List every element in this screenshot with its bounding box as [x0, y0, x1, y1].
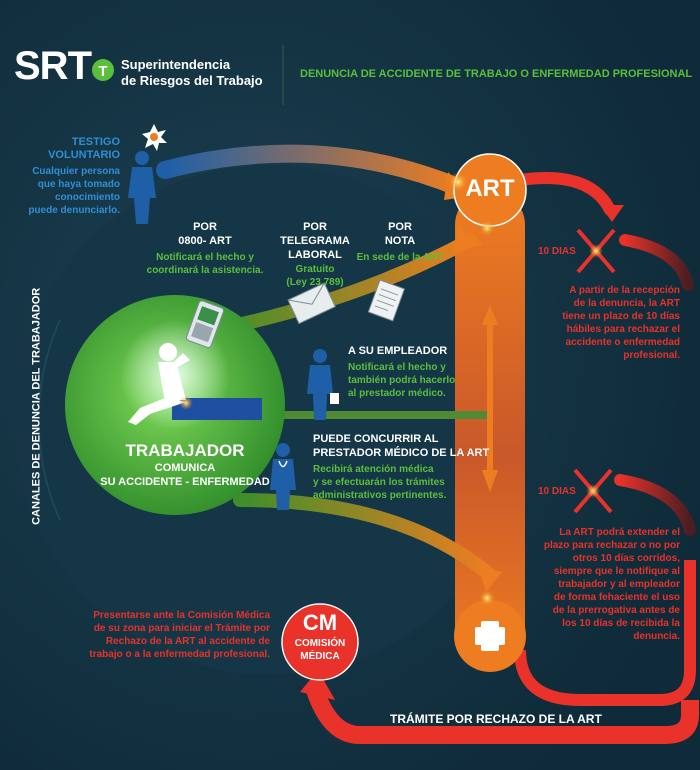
plazo2-desc-line8: los 10 días de recibida la: [562, 618, 680, 629]
prestador-desc-line2: y se efectuarán los trámites: [313, 477, 445, 488]
empleador-desc-line1: Notificará el hecho y: [348, 362, 446, 373]
page-title: DENUNCIA DE ACCIDENTE DE TRABAJO O ENFER…: [300, 68, 693, 80]
tramite-label: TRÁMITE POR RECHAZO DE LA ART: [390, 712, 602, 726]
plazo1-days: 10 DIAS: [538, 246, 576, 257]
empleador-title: A SU EMPLEADOR: [348, 345, 448, 357]
comision-abbr: CM: [302, 610, 338, 635]
plazo2-desc-line6: de forma fehaciente el uso: [553, 592, 680, 603]
plazo2-desc-line3: otros 10 días corridos,: [572, 553, 680, 564]
art-label: ART: [465, 175, 515, 202]
prestador-title-line1: PUEDE CONCURRIR AL: [313, 433, 439, 445]
canal-curve-top: [208, 233, 477, 337]
plazo1-desc-line6: profesional.: [623, 350, 680, 361]
canal-telegrama-desc-line2: (Ley 23.789): [286, 277, 344, 288]
srt-logo-text: SRT: [14, 44, 92, 88]
svg-text:T: T: [98, 63, 107, 80]
testigo-arrow: [156, 144, 469, 197]
prestador-title-line2: PRESTADOR MÉDICO DE LA ART: [313, 447, 490, 459]
plazo1-desc-line2: de la denuncia, la ART: [573, 298, 680, 309]
plazo1-desc-line4: hábiles para rechazar el: [566, 324, 680, 335]
canal-nota-title-line2: NOTA: [384, 235, 416, 247]
medico-person-icon: [270, 443, 296, 510]
comision-desc-line4: trabajo o a la enfermedad profesional.: [89, 649, 270, 660]
red-loop-right: [514, 560, 696, 706]
canal-0800-title-line2: 0800- ART: [178, 235, 232, 247]
injured-worker-icon: [128, 343, 190, 425]
prestador-desc-line3: administrativos pertinentes.: [313, 490, 447, 501]
comision-desc-line3: Rechazo de la ART al accidente de: [105, 636, 270, 647]
canal-0800-desc-line2: coordinará la asistencia.: [146, 265, 264, 276]
plazo2-desc-line1: La ART podrá extender el: [559, 527, 680, 538]
canal-telegrama-desc-line1: Gratuito: [295, 264, 335, 275]
empleador-person-icon: [307, 349, 333, 420]
testigo-desc-line4: puede denunciarlo.: [28, 205, 120, 216]
plazo2-desc-line9: denuncia.: [633, 631, 680, 642]
trabajador-sub-line1: COMUNICA: [154, 462, 216, 474]
plazo2-days: 10 DIAS: [538, 486, 576, 497]
comision-medica-node: [281, 603, 359, 681]
comision-desc-line1: Presentarse ante la Comisión Médica: [93, 610, 270, 621]
plazo2-desc-line4: siempre que le notifique al: [553, 566, 680, 577]
reject-x-icon: [576, 228, 616, 274]
testigo-desc-line1: Cualquier persona: [32, 166, 120, 177]
comision-desc-line2: de su zona para iniciar el Trámite por: [93, 623, 270, 634]
comision-name-line2: MÉDICA: [300, 651, 340, 662]
trabajador-sub-line2: SU ACCIDENTE - ENFERMEDAD: [100, 476, 270, 488]
reject-x-icon: [573, 468, 613, 514]
plazo1-desc-line3: tiene un plazo de 10 días: [562, 311, 680, 322]
canal-nota-title-line1: POR: [388, 221, 412, 233]
envelope-icon: [287, 282, 336, 325]
empleador-desc-line3: al prestador médico.: [348, 388, 446, 399]
testigo-desc-line2: que haya tomado: [37, 179, 120, 190]
paper-note-icon: [367, 279, 406, 322]
canal-nota-desc-line1: En sede de la ART: [356, 252, 444, 263]
org-name-line1: Superintendencia: [121, 57, 231, 72]
testigo-person-icon: [128, 151, 156, 224]
tramite-arrow: [306, 686, 699, 744]
trabajador-title: TRABAJADOR: [125, 441, 245, 460]
mobile-phone-icon: [185, 300, 225, 349]
canales-label: CANALES DE DENUNCIA DEL TRABAJADOR: [30, 287, 43, 525]
plazo1-desc-line5: accidente o enfermedad: [565, 337, 680, 348]
canal-0800-desc-line1: Notificará el hecho y: [156, 252, 254, 263]
comision-name-line1: COMISIÓN: [294, 638, 346, 649]
red-arrow-top: [514, 172, 616, 216]
testigo-title-line2: VOLUNTARIO: [48, 149, 120, 161]
seat-block: [172, 398, 262, 420]
empleador-desc-line2: también podrá hacerlo: [348, 375, 456, 386]
testigo-title-line1: TESTIGO: [71, 136, 120, 148]
plazo2-desc-line2: plazo para rechazar o no por: [543, 540, 680, 551]
prestador-desc-line1: Recibirá atención médica: [313, 464, 434, 475]
org-name-line2: de Riesgos del Trabajo: [121, 73, 263, 88]
plazo2-desc-line5: trabajador y al empleador: [558, 579, 680, 590]
canal-telegrama-title-line2: TELEGRAMA: [280, 235, 350, 247]
plazo2-desc-line7: de la prerrogativa antes de: [552, 605, 680, 616]
canal-0800-title-line1: POR: [193, 221, 217, 233]
plazo1-desc-line1: A partir de la recepción: [569, 285, 680, 296]
canal-telegrama-title-line3: LABORAL: [288, 249, 342, 261]
srt-logo-icon: [92, 59, 114, 81]
testigo-desc-line3: conocimiento: [54, 192, 120, 203]
canal-telegrama-title-line1: POR: [303, 221, 327, 233]
